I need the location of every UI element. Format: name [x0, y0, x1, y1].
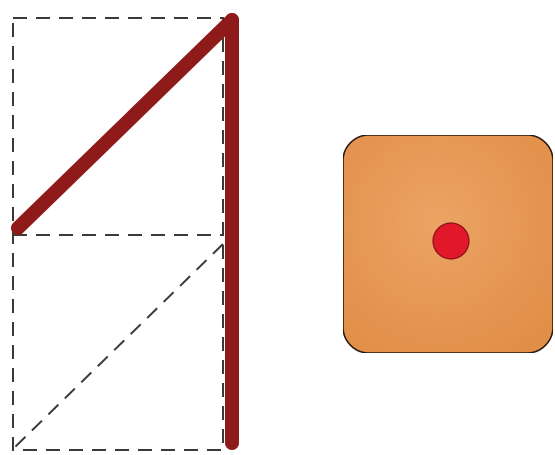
tracing-guide	[13, 18, 223, 450]
dice-face	[343, 135, 553, 353]
guide-lower-diagonal	[15, 244, 223, 447]
numeral-one-diagonal-stroke	[18, 20, 232, 228]
dice-pip	[433, 223, 469, 259]
numeral-one	[18, 20, 232, 443]
